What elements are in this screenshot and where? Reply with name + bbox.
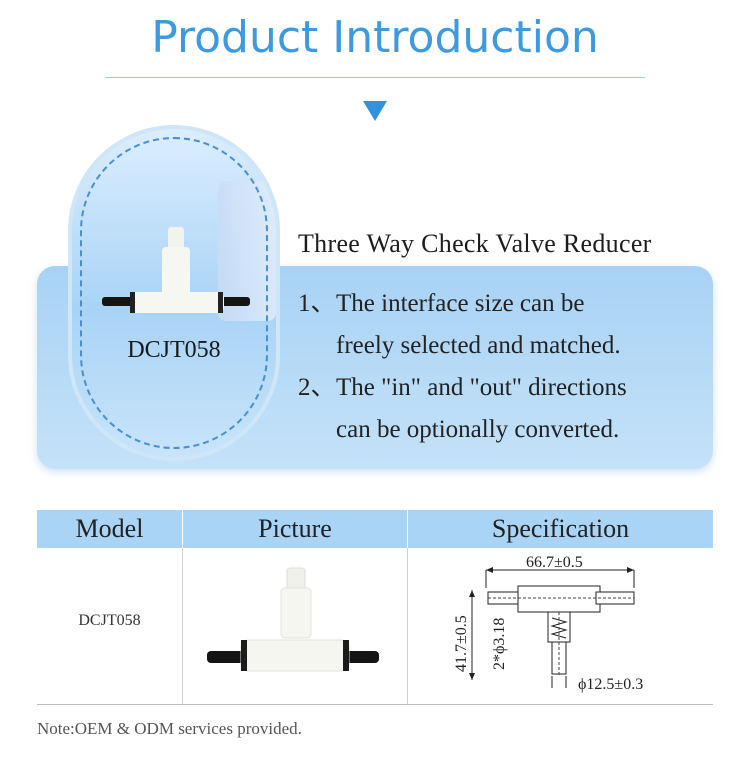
feature-text-continued: freely selected and matched. bbox=[336, 332, 621, 359]
stitched-border bbox=[80, 137, 268, 449]
feature-text: The "in" and "out" directions bbox=[336, 374, 627, 401]
model-cell: DCJT058 bbox=[78, 612, 141, 629]
table-header-row bbox=[37, 510, 713, 548]
feature-number: 2、 bbox=[298, 374, 336, 401]
down-arrow-icon bbox=[363, 101, 387, 121]
column-header-picture: Picture bbox=[258, 514, 332, 543]
title-divider bbox=[105, 77, 645, 78]
product-photo-frame bbox=[68, 125, 280, 461]
diameter-dimension: ϕ12.5±0.3 bbox=[578, 676, 643, 693]
column-header-model: Model bbox=[75, 514, 144, 543]
column-divider bbox=[182, 510, 183, 548]
column-header-specification: Specification bbox=[491, 514, 630, 543]
length-dimension: 66.7±0.5 bbox=[526, 554, 583, 571]
product-title: Three Way Check Valve Reducer bbox=[298, 229, 652, 258]
product-picture bbox=[207, 567, 379, 672]
product-image-label: DCJT058 bbox=[127, 337, 221, 363]
product-photo bbox=[102, 227, 250, 313]
column-divider bbox=[182, 548, 183, 704]
feature-text: The interface size can be bbox=[336, 290, 585, 317]
column-divider bbox=[407, 548, 408, 704]
feature-item: 2、The "in" and "out" directions can be o… bbox=[298, 367, 627, 451]
footer-note: Note:OEM & ODM services provided. bbox=[37, 719, 302, 738]
feature-number: 1、 bbox=[298, 290, 336, 317]
table-bottom-rule bbox=[37, 704, 713, 705]
specification-drawing: 66.7±0.5 41.7±0.5 2*ϕ3.18 ϕ12.5±0.3 bbox=[453, 554, 643, 693]
port-dimension: 2*ϕ3.18 bbox=[491, 618, 508, 670]
page-title: Product Introduction bbox=[151, 12, 599, 63]
height-dimension: 41.7±0.5 bbox=[453, 615, 470, 672]
feature-text-continued: can be optionally converted. bbox=[336, 416, 620, 443]
feature-item: 1、The interface size can be freely selec… bbox=[298, 283, 621, 367]
column-divider bbox=[407, 510, 408, 548]
